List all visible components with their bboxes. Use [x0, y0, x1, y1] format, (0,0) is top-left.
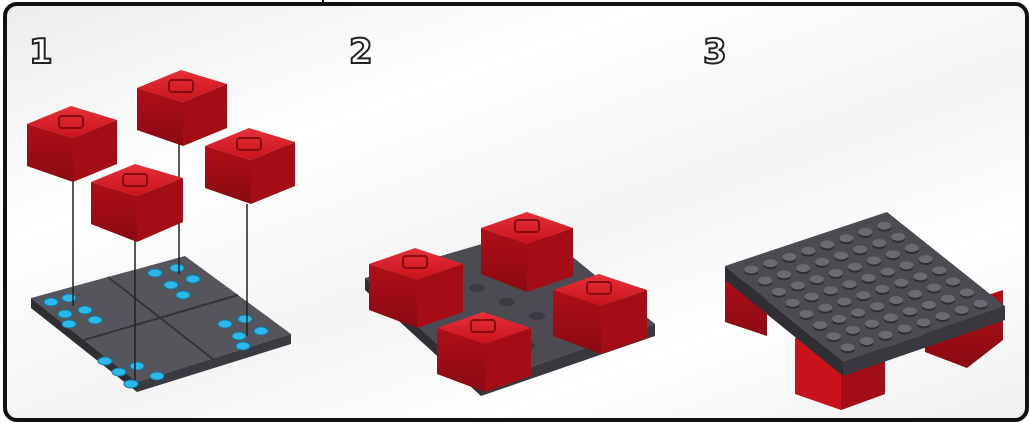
plate-stud-top	[932, 266, 946, 274]
instruction-illustrations	[7, 6, 1025, 418]
plate-stud-top	[801, 247, 815, 255]
step-2-brick-left	[369, 248, 463, 328]
plate-stud-top	[834, 252, 848, 260]
plate-stud-top	[884, 313, 898, 321]
plate-stud-top	[837, 297, 851, 305]
plate-stud-top	[862, 274, 876, 282]
instruction-panel: 1 2 3	[3, 2, 1029, 422]
plate-stud-top	[782, 253, 796, 261]
plate-stud-top	[810, 275, 824, 283]
plate-stud-top	[877, 222, 891, 230]
plate-stud-top	[891, 233, 905, 241]
plate-stud-top	[843, 280, 857, 288]
plate-stud-top	[813, 321, 827, 329]
plate-stud-top	[936, 312, 950, 320]
step-1-brick-4	[205, 128, 295, 204]
plate-stud-top	[867, 256, 881, 264]
plate-stud-top	[777, 270, 791, 278]
plate-stud-top	[872, 239, 886, 247]
plate-stud-top	[903, 307, 917, 315]
plate-stud-top	[824, 286, 838, 294]
plate-stud-top	[856, 291, 870, 299]
plate-stud-top	[960, 288, 974, 296]
plate-stud-top	[841, 343, 855, 351]
plate-stud-top	[786, 299, 800, 307]
plate-stud-top	[796, 264, 810, 272]
plate-stud-top	[860, 337, 874, 345]
plate-stud-top	[905, 244, 919, 252]
plate-stud-top	[815, 258, 829, 266]
step-1-brick-2	[137, 70, 227, 146]
plate-stud-top	[879, 331, 893, 339]
step-3-illustration	[725, 212, 1005, 410]
plate-stud-top	[919, 255, 933, 263]
plate-stud-top	[889, 296, 903, 304]
step-2-illustration	[365, 212, 655, 396]
plate-stud-top	[820, 240, 834, 248]
plate-stud-top	[900, 261, 914, 269]
plate-stud-top	[941, 295, 955, 303]
plate-stud-top	[913, 272, 927, 280]
plate-stud-top	[955, 306, 969, 314]
step-1-brick-1	[27, 106, 117, 182]
plate-stud-top	[927, 284, 941, 292]
plate-stud-top	[853, 245, 867, 253]
plate-stud-top	[758, 277, 772, 285]
plate-stud-top	[881, 268, 895, 276]
step-1-illustration	[27, 70, 295, 392]
plate-stud-top	[946, 277, 960, 285]
step-2-brick-front	[437, 312, 531, 392]
plate-stud-top	[851, 309, 865, 317]
plate-stud-top	[917, 318, 931, 326]
plate-stud-top	[839, 234, 853, 242]
plate-stud-top	[908, 290, 922, 298]
plate-stud-top	[772, 288, 786, 296]
plate-stud-top	[922, 301, 936, 309]
plate-stud-top	[886, 250, 900, 258]
plate-stud-top	[763, 259, 777, 267]
plate-stud-top	[829, 269, 843, 277]
step-1-brick-3	[91, 164, 183, 242]
plate-stud-top	[875, 285, 889, 293]
plate-stud-top	[827, 332, 841, 340]
plate-stud-top	[865, 320, 879, 328]
plate-stud-top	[848, 263, 862, 271]
plate-stud-top	[818, 304, 832, 312]
plate-stud-top	[799, 310, 813, 318]
plate-stud-top	[846, 326, 860, 334]
plate-stud-top	[832, 315, 846, 323]
plate-stud-top	[870, 302, 884, 310]
plate-stud-top	[858, 228, 872, 236]
plate-stud-top	[791, 281, 805, 289]
plate-stud-top	[894, 279, 908, 287]
plate-stud-top	[805, 293, 819, 301]
plate-stud-top	[974, 300, 988, 308]
plate-stud-top	[744, 265, 758, 273]
plate-stud-top	[898, 325, 912, 333]
